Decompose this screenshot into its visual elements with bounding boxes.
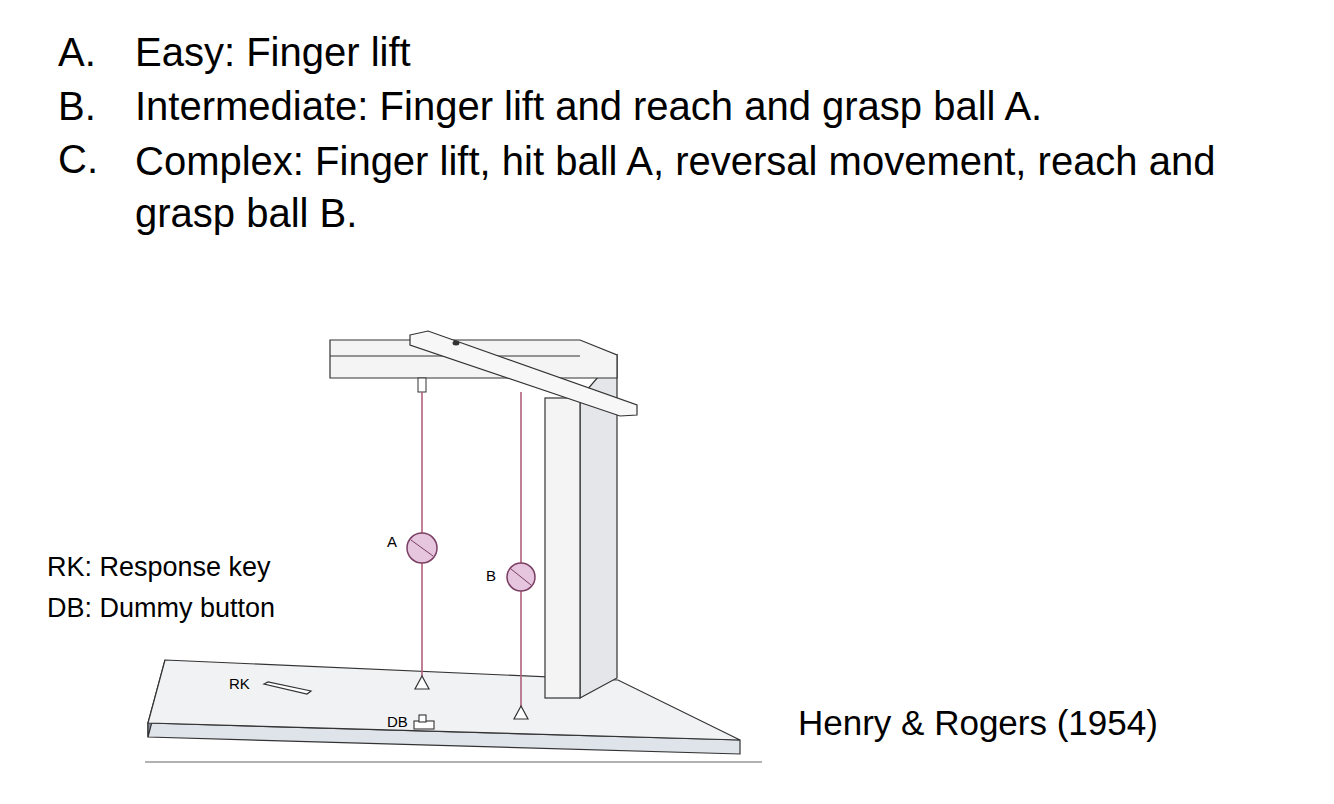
part-label: A [387, 533, 397, 551]
marker-a [415, 676, 429, 689]
ball-seam [411, 540, 433, 556]
marker-b [514, 706, 528, 719]
caption: Henry & Rogers (1954) [798, 702, 1158, 744]
ball-seam [511, 569, 531, 585]
key-note: RK: Response key [47, 551, 271, 583]
list-letter: B. [58, 82, 96, 130]
ground-line [145, 761, 762, 763]
part-label: RK [229, 675, 250, 693]
part-label: DB [387, 713, 408, 731]
ball-b [507, 563, 535, 591]
response-key [264, 682, 311, 694]
list-item: Complex: Finger lift, hit ball A, revers… [135, 135, 1275, 239]
key-note: DB: Dummy button [47, 592, 275, 624]
dummy-button-cap [419, 715, 426, 722]
plate-top [148, 660, 740, 740]
list-letter: A. [58, 28, 96, 76]
string-hook [418, 378, 426, 392]
string-b [520, 392, 522, 708]
ball-a [407, 533, 437, 563]
list-letter: C. [58, 135, 98, 183]
pivot-hole [453, 341, 460, 346]
list-item: Easy: Finger lift [135, 28, 411, 76]
post-front [545, 398, 580, 698]
list-item: Intermediate: Finger lift and reach and … [135, 82, 1042, 130]
part-label: B [486, 567, 496, 585]
cross-bar [410, 331, 637, 416]
